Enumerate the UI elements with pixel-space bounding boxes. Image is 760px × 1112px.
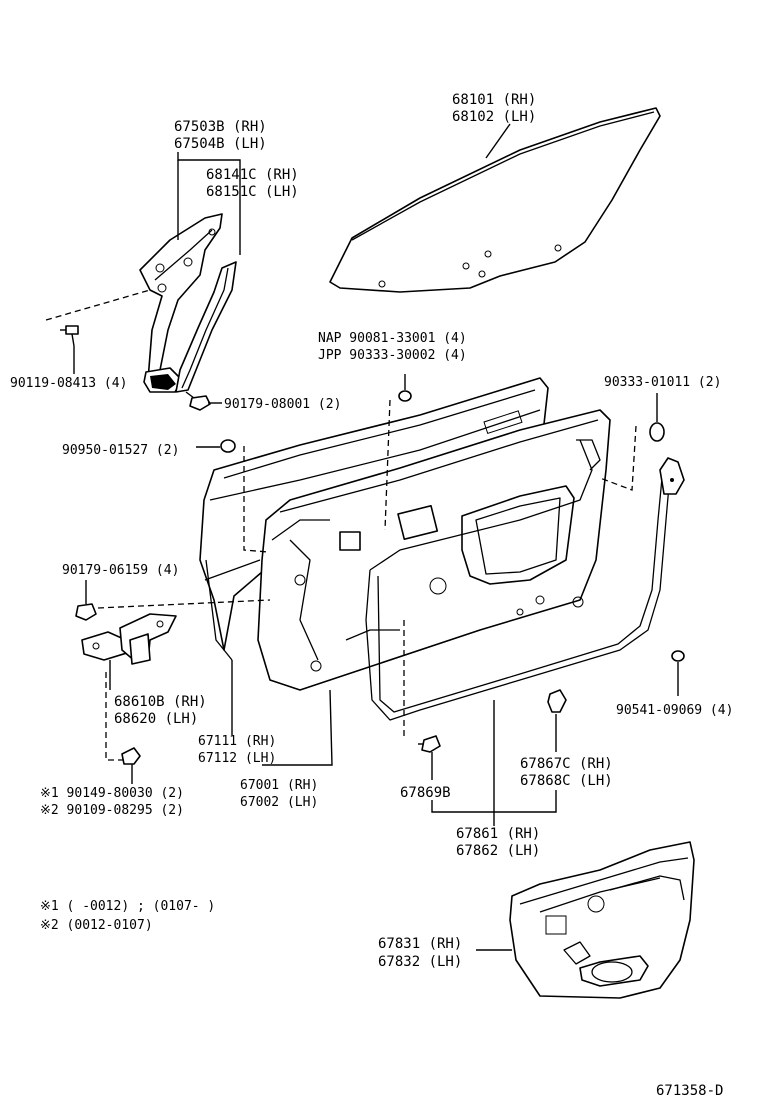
trim-label-rh: 67831 (RH) (378, 936, 462, 952)
clip-b-label-lh: 67868C (LH) (520, 773, 613, 789)
clip-c-icon (671, 650, 685, 662)
plug-c-icon (220, 439, 236, 453)
clip-a-label: 67869B (400, 785, 451, 801)
hinge-lower-label-rh: 68610B (RH) (114, 694, 207, 710)
hinge-lower-label-lh: 68620 (LH) (114, 711, 198, 727)
diagram-id: 671358-D (656, 1083, 723, 1099)
plug-jpp-label: JPP 90333-30002 (4) (318, 348, 467, 363)
door-trim (509, 841, 695, 999)
panel-a-label-rh: 67111 (RH) (198, 734, 276, 749)
weatherstrip-a-label-lh: 68151C (LH) (206, 184, 299, 200)
clip-a-icon (421, 735, 441, 753)
door-glass (329, 107, 661, 293)
glass-leader (485, 123, 511, 159)
screw-a-label: 90179-08001 (2) (224, 397, 341, 412)
weatherstrip-b (365, 439, 685, 721)
bolt-b-icon (121, 747, 141, 765)
trim-label-lh: 67832 (LH) (378, 954, 462, 970)
door-assy-label-lh: 67002 (LH) (240, 795, 318, 810)
glass-label-rh: 68101 (RH) (452, 92, 536, 108)
screw-a-icon (185, 391, 211, 411)
plug-nap-label: NAP 90081-33001 (4) (318, 331, 467, 346)
note-1: ※1 ( -0012) ; (0107- ) (40, 899, 215, 914)
plug-b-icon (649, 422, 665, 442)
bolt-a-label: 90119-08413 (4) (10, 376, 127, 391)
hinge-upper-label-rh: 67503B (RH) (174, 119, 267, 135)
clip-b-icon (547, 689, 567, 713)
panel-a-label-lh: 67112 (LH) (198, 751, 276, 766)
weatherstrip-a (175, 261, 237, 393)
weatherstrip-a-label-rh: 68141C (RH) (206, 167, 299, 183)
nut-a-icon (75, 603, 97, 621)
door-inner-panel (257, 409, 611, 691)
glass-label-lh: 68102 (LH) (452, 109, 536, 125)
upper-hinge (139, 213, 223, 393)
bolt-note1-label: ※1 90149-80030 (2) (40, 786, 184, 801)
bolt-a-icon (60, 325, 79, 347)
lower-hinge (81, 613, 177, 665)
clip-c-label: 90541-09069 (4) (616, 703, 733, 718)
weatherstrip-b-label-lh: 67862 (LH) (456, 843, 540, 859)
door-assy-label-rh: 67001 (RH) (240, 778, 318, 793)
hinge-upper-leader (177, 152, 241, 255)
hinge-upper-label-lh: 67504B (LH) (174, 136, 267, 152)
plug-c-label: 90950-01527 (2) (62, 443, 179, 458)
bolt-note2-label: ※2 90109-08295 (2) (40, 803, 184, 818)
note-2: ※2 (0012-0107) (40, 918, 153, 933)
weatherstrip-b-label-rh: 67861 (RH) (456, 826, 540, 842)
plug-b-label: 90333-01011 (2) (604, 375, 721, 390)
nut-a-label: 90179-06159 (4) (62, 563, 179, 578)
clip-b-label-rh: 67867C (RH) (520, 756, 613, 772)
plug-nap-icon (398, 390, 412, 402)
